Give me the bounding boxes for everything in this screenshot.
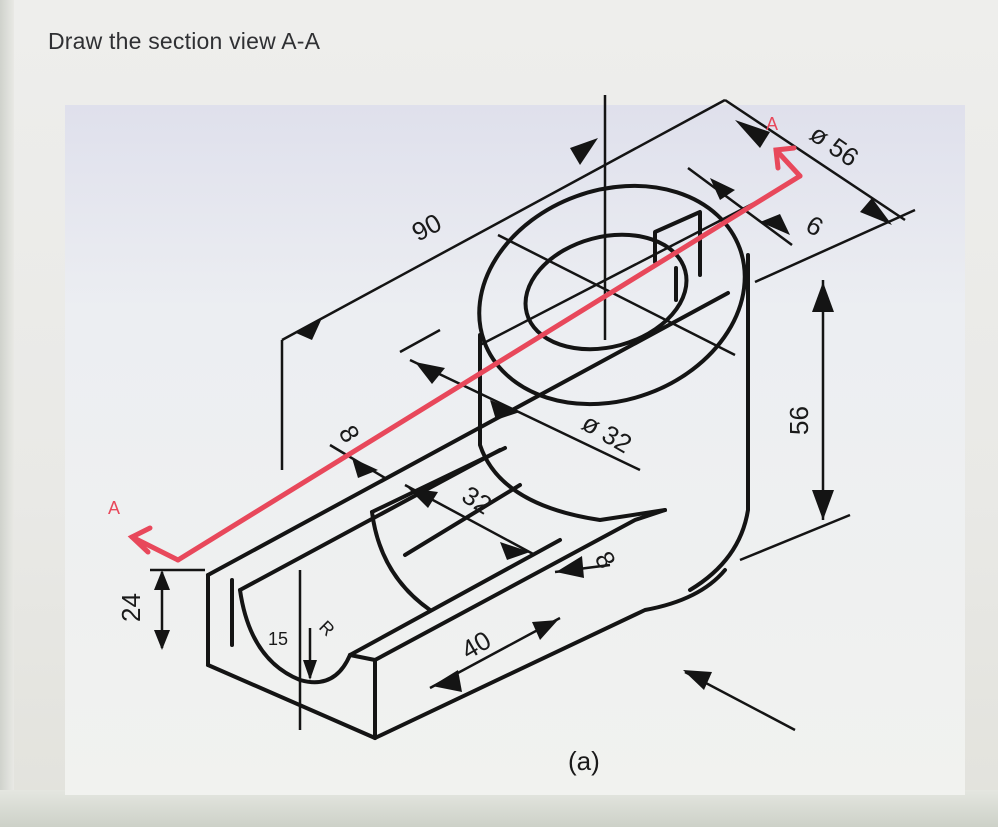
center-line-diagonal-1 [497, 233, 736, 357]
dim-dia32-arrow-left [415, 362, 445, 384]
figure-background [65, 105, 965, 795]
slot-top-edge [370, 446, 507, 514]
section-plane-a-a: A A [108, 114, 803, 563]
dim-dia32-ext [399, 328, 441, 354]
figure-caption: (a) [568, 746, 600, 776]
dim-6-arrow-upper [710, 178, 735, 200]
dim-40-label: 40 [456, 625, 496, 665]
cylinder-boss [477, 183, 750, 592]
base-block [206, 291, 730, 740]
dim-56-ext-top [754, 208, 916, 284]
question-text: Draw the section view A-A [48, 28, 321, 54]
dim-8-right-arrow [556, 556, 584, 578]
dim-dia56-arrow-lower [860, 198, 892, 225]
dimensioning: 90 ø 56 6 56 ø 32 8 32 [116, 98, 916, 732]
slot-arc-front [238, 588, 352, 685]
dim-dia56-line [724, 98, 906, 222]
dim-90-arrow-left [296, 318, 322, 340]
dim-dia32-arrow-right [490, 400, 520, 420]
dim-radius-arrow [303, 660, 317, 680]
base-back-top-edge [206, 291, 730, 577]
cutting-plane-right-arrow [773, 145, 797, 171]
dim-90-line [281, 98, 726, 342]
dim-90-arrow-right [570, 138, 598, 165]
dim-6-line [687, 166, 793, 247]
dim-15-label: 15 [268, 629, 288, 649]
cutting-plane-line [175, 173, 803, 563]
base-bottom-front-edge [206, 663, 377, 740]
base-front-top-edge [373, 508, 667, 662]
dim-8-right-label: 8 [589, 546, 622, 574]
dim-56-arrow-top [812, 282, 834, 312]
dim-r-label: R [315, 617, 338, 640]
dim-40-arrow-right [532, 620, 558, 640]
dim-dia56-arrow-upper [735, 120, 770, 148]
section-label-right: A [766, 114, 778, 134]
dim-32-label: 32 [457, 480, 497, 521]
section-label-left: A [108, 498, 120, 518]
dim-90-label: 90 [407, 207, 447, 247]
dim-dia32-label: ø 32 [577, 407, 637, 459]
leader-arrow [683, 670, 712, 690]
cutting-plane-right-tail [773, 147, 803, 179]
dim-56-ext-bottom [739, 513, 851, 562]
dim-24-arrow-bottom [154, 630, 170, 650]
bottom-strip [0, 790, 998, 827]
center-line-diagonal-2 [479, 198, 761, 347]
base-slot [238, 446, 562, 685]
dim-8-top-label: 8 [333, 420, 366, 448]
dim-8-top-arrow [352, 458, 378, 478]
slot-front-lip [348, 653, 377, 662]
dim-24-label: 24 [116, 593, 146, 622]
dim-56-arrow-bottom [812, 490, 834, 520]
dim-40-arrow-left [432, 670, 462, 692]
dim-dia56-label: ø 56 [805, 118, 865, 172]
cylinder-right-silhouette [688, 253, 750, 592]
dim-dia32-line [409, 358, 641, 472]
slot-front-edge [348, 538, 562, 657]
keyway-slot [653, 210, 702, 277]
slot-arc-back [370, 510, 432, 612]
dim-24-arrow-top [154, 570, 170, 590]
cutting-plane-left-arrow [127, 525, 153, 555]
base-bottom-right-edge [373, 568, 727, 740]
cylinder-left-silhouette [478, 333, 667, 522]
dim-56-label: 56 [784, 406, 814, 435]
dim-6-label: 6 [801, 209, 829, 242]
dim-32-arrow-right [500, 542, 530, 560]
monitor-edge [0, 0, 14, 827]
center-lines [298, 95, 761, 730]
dim-6-arrow-lower [760, 214, 790, 235]
bore-ellipse [523, 232, 689, 352]
slot-inner-line [403, 483, 522, 557]
dim-32-arrow-left [408, 488, 438, 508]
